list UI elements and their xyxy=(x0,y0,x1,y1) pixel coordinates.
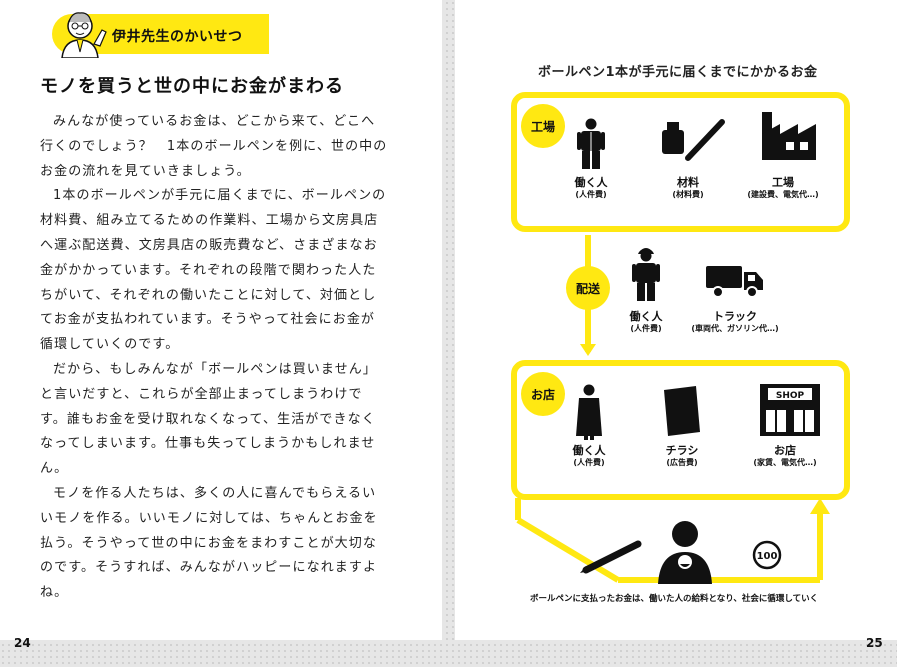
factory-worker-label: 働く人 (人件費) xyxy=(574,176,608,199)
factory-building-label: 工場 (建設費、電気代…) xyxy=(747,176,819,199)
left-page: 伊井先生のかいせつ モノを買うと世の中にお金がまわる みんなが使っているお金は、… xyxy=(0,0,442,640)
store-badge: お店 xyxy=(521,372,565,416)
coin-value: 100 xyxy=(757,551,778,562)
teacher-avatar-icon xyxy=(61,12,107,58)
clerk-icon xyxy=(576,384,602,440)
delivery-badge: 配送 xyxy=(566,266,610,310)
delivery-worker-label: 働く人 (人件費) xyxy=(629,310,663,333)
flyer-label: チラシ (広告費) xyxy=(665,444,699,467)
happy-person-icon xyxy=(658,521,712,584)
factory-badge: 工場 xyxy=(521,104,565,148)
truck-icon xyxy=(706,266,763,298)
paragraph-2: 1本のボールペンが手元に届くまでに、ボールペンの材料費、組み立てるための作業料、… xyxy=(40,188,387,353)
flyer-icon xyxy=(664,386,700,436)
ink-pen-icon xyxy=(662,119,725,161)
factory-icon xyxy=(762,112,816,160)
store-worker-label: 働く人 (人件費) xyxy=(572,444,606,467)
body-text: みんなが使っているお金は、どこから来て、どこへ行くのでしょう？ 1本のボールペン… xyxy=(40,110,388,606)
shop-icon: SHOP xyxy=(760,384,820,436)
factory-material-label: 材料 (材料費) xyxy=(672,176,704,199)
delivery-worker-icon xyxy=(632,248,660,301)
diagram-title: ボールペン1本が手元に届くまでにかかるお金 xyxy=(538,65,818,80)
shop-sign-text: SHOP xyxy=(776,391,805,401)
diagram-caption: ボールペンに支払ったお金は、働いた人の給料となり、社会に循環していく xyxy=(530,594,819,604)
factory-box xyxy=(511,92,850,232)
header-title: 伊井先生のかいせつ xyxy=(112,29,243,45)
page-heading: モノを買うと世の中にお金がまわる xyxy=(40,76,344,97)
shop-label: お店 (家賃、電気代…) xyxy=(753,444,817,467)
ballpoint-pen-icon xyxy=(580,540,642,574)
truck-label: トラック (車両代、ガソリン代…) xyxy=(691,310,779,333)
worker-icon xyxy=(577,118,605,169)
page-number-left: 24 xyxy=(14,636,31,650)
paragraph-4: モノを作る人たちは、多くの人に喜んでもらえるいいモノを作る。いいモノに対しては、… xyxy=(40,485,378,601)
paragraph-1: みんなが使っているお金は、どこから来て、どこへ行くのでしょう？ 1本のボールペン… xyxy=(40,114,388,179)
paragraph-3: だから、もしみんなが「ボールペンは買いません」と言いだすと、これらが全部止まって… xyxy=(40,361,377,477)
coin-icon: 100 xyxy=(752,540,782,570)
page-number-right: 25 xyxy=(866,636,883,650)
